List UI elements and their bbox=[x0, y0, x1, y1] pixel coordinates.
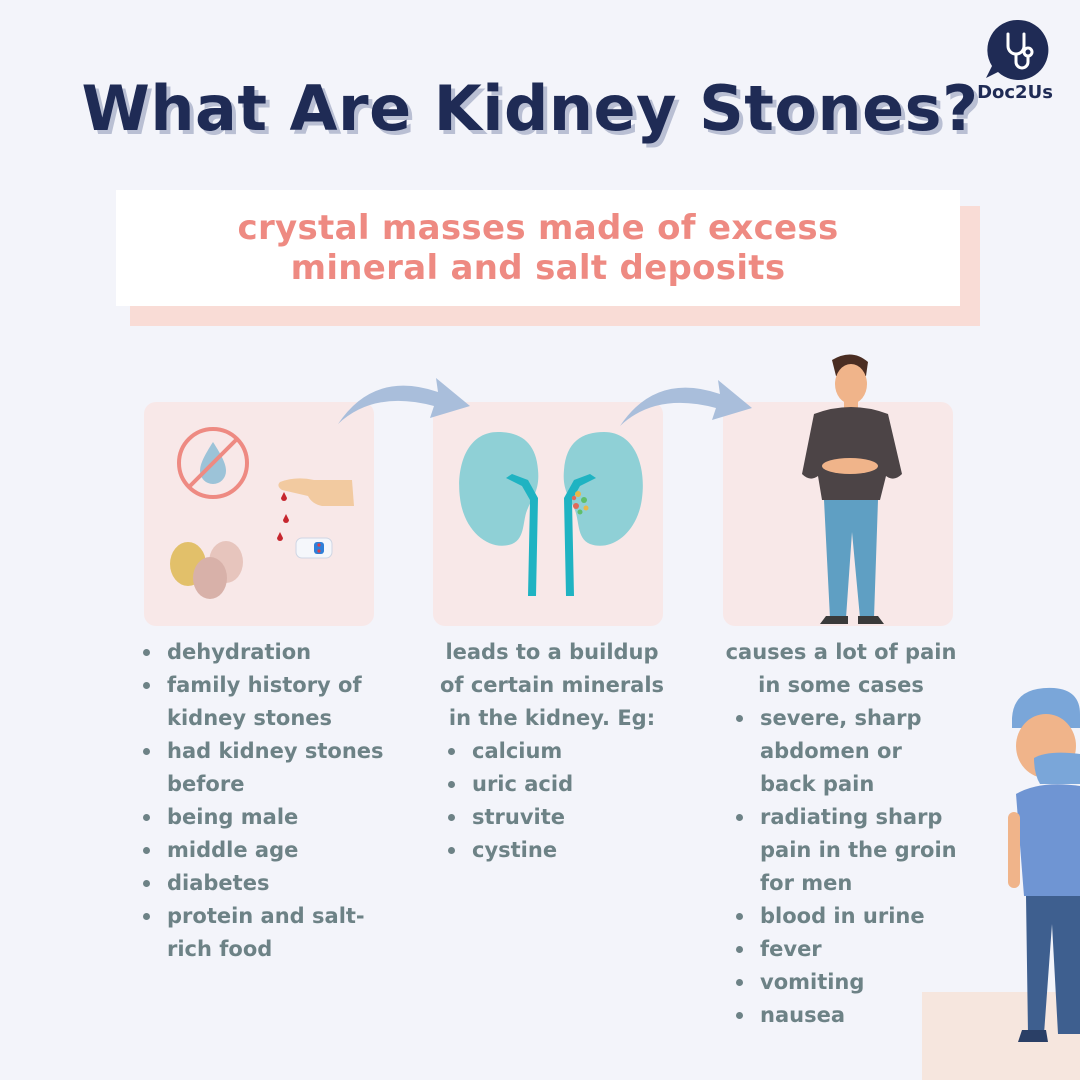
no-water-icon bbox=[177, 427, 249, 499]
list-item: uric acid bbox=[448, 768, 672, 801]
symptoms-intro: causes a lot of pain in some cases bbox=[725, 640, 957, 697]
list-item: fever bbox=[736, 933, 958, 966]
banner-line-1: crystal masses made of excess bbox=[237, 208, 839, 248]
stethoscope-icon bbox=[1006, 32, 1034, 70]
risk-factors-list: dehydration family history of kidney sto… bbox=[143, 636, 393, 966]
list-item: dehydration bbox=[143, 636, 393, 669]
corner-decoration bbox=[922, 992, 1080, 1080]
page-title: What Are Kidney Stones? bbox=[81, 72, 979, 145]
list-item: severe, sharp abdomen or back pain bbox=[736, 702, 958, 801]
kidneys-icon bbox=[459, 432, 643, 596]
arrow-right-icon-1 bbox=[338, 378, 470, 424]
banner-line-2: mineral and salt deposits bbox=[290, 248, 786, 288]
buildup-intro: leads to a buildup of certain minerals i… bbox=[439, 640, 665, 730]
doctor-illustration bbox=[1008, 687, 1080, 1042]
mineral-buildup-section: leads to a buildup of certain minerals i… bbox=[432, 636, 672, 867]
bleeding-finger-icon bbox=[277, 478, 354, 541]
eggs-icon bbox=[170, 541, 243, 599]
causes-card bbox=[144, 402, 374, 626]
man-in-pain-illustration bbox=[802, 354, 902, 624]
list-item: nausea bbox=[736, 999, 958, 1032]
list-item: protein and salt-rich food bbox=[143, 900, 393, 966]
list-item: cystine bbox=[448, 834, 672, 867]
arrow-right-icon-2 bbox=[620, 380, 752, 426]
list-item: struvite bbox=[448, 801, 672, 834]
list-item: vomiting bbox=[736, 966, 958, 999]
list-item: family history of kidney stones bbox=[143, 669, 393, 735]
salt-shaker-icon bbox=[295, 537, 333, 559]
list-item: had kidney stones before bbox=[143, 735, 393, 801]
list-item: being male bbox=[143, 801, 393, 834]
list-item: radiating sharp pain in the groin for me… bbox=[736, 801, 958, 900]
list-item: blood in urine bbox=[736, 900, 958, 933]
list-item: calcium bbox=[448, 735, 672, 768]
symptoms-section: causes a lot of pain in some cases sever… bbox=[718, 636, 958, 1032]
list-item: middle age bbox=[143, 834, 393, 867]
brand-name: Doc2Us bbox=[977, 82, 1053, 103]
definition-banner: crystal masses made of excess mineral an… bbox=[116, 190, 960, 306]
doc2us-logo bbox=[986, 19, 1049, 80]
list-item: diabetes bbox=[143, 867, 393, 900]
